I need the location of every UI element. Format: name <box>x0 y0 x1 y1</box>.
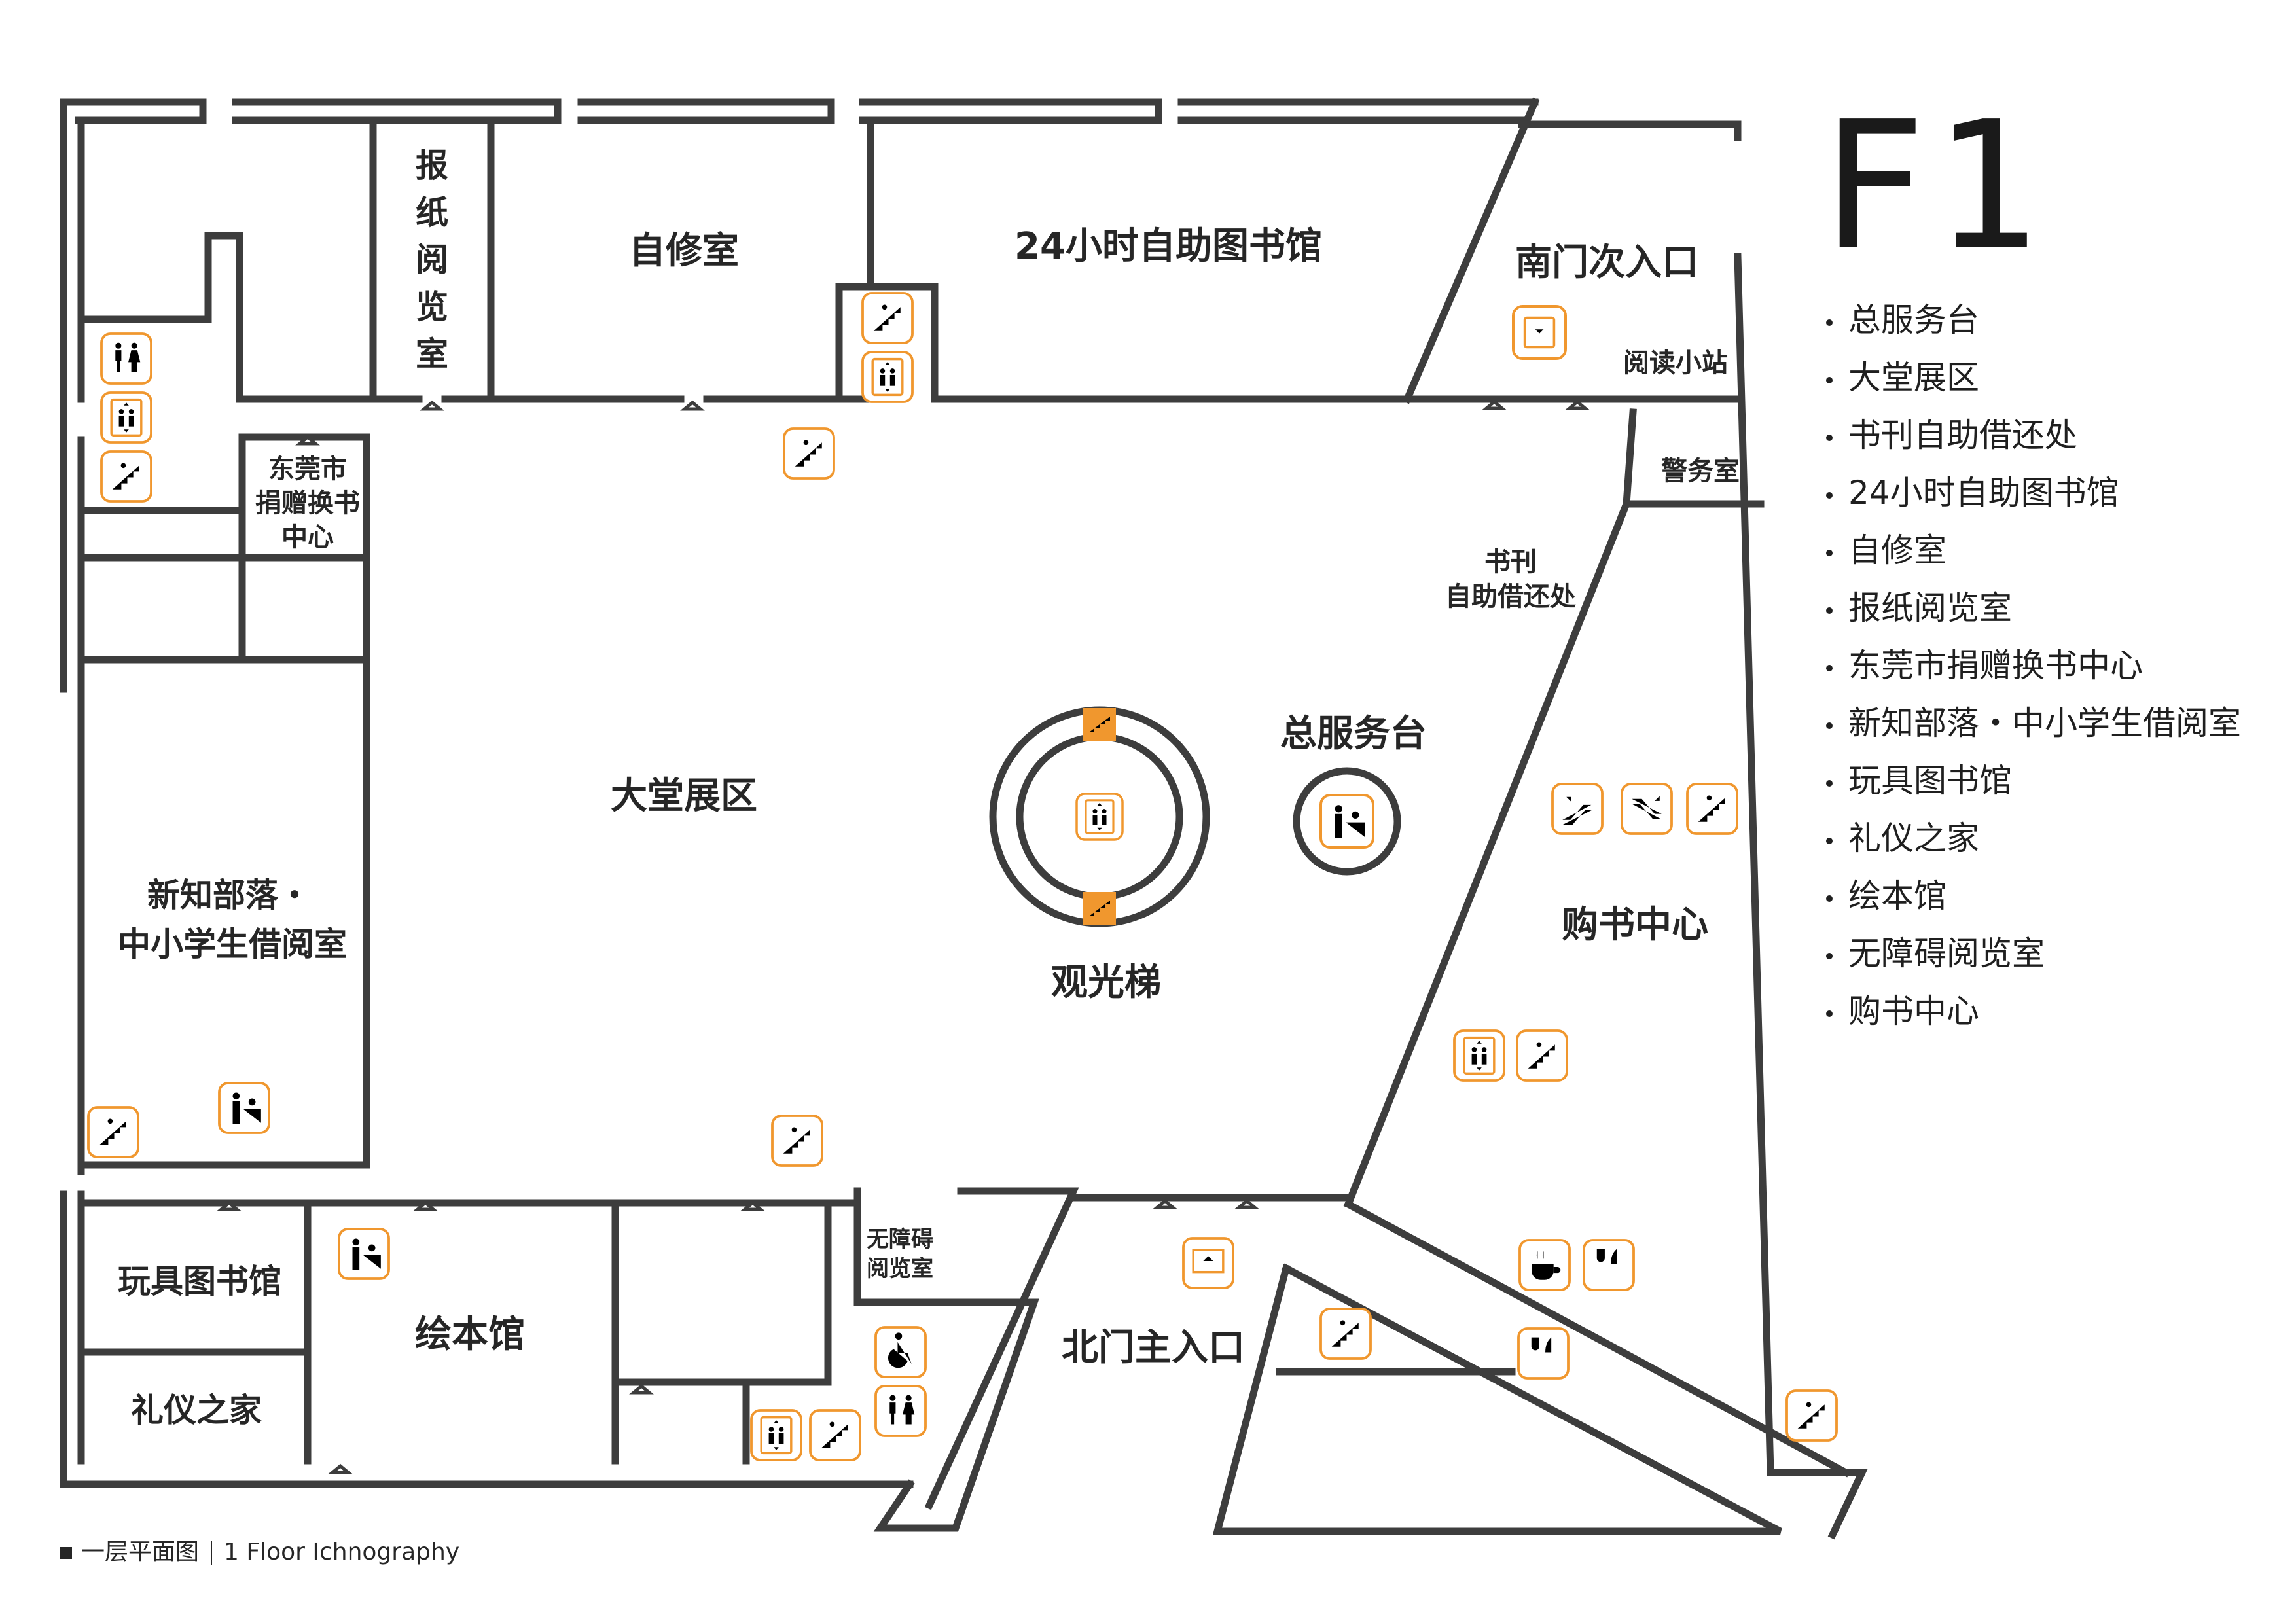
room-label-accessible-1: 无障碍 <box>867 1226 933 1253</box>
room-label-donation-1: 东莞市 <box>268 454 347 484</box>
wheelchair-icon <box>874 1326 927 1378</box>
legend-item: 总服务台 <box>1826 291 2241 349</box>
restaurant-icon <box>1583 1239 1635 1291</box>
room-labels: 报 纸 阅 览 室 自修室 24小时自助图书馆 南门次入口 阅读小站 警务室 书… <box>118 147 1740 1429</box>
room-label-bookstore: 购书中心 <box>1562 904 1708 946</box>
room-label-newspaper-4: 览 <box>416 288 448 326</box>
legend-item: 报纸阅览室 <box>1826 579 2241 637</box>
room-label-newspaper-1: 报 <box>416 147 448 185</box>
stairs-icon <box>1319 1308 1372 1360</box>
stairs-icon <box>1686 783 1738 835</box>
legend: 总服务台 大堂展区 书刊自助借还处 24小时自助图书馆 自修室 报纸阅览室 东莞… <box>1826 291 2241 1040</box>
room-label-youth-2: 中小学生借阅室 <box>118 925 347 963</box>
room-label-youth-1: 新知部落・ <box>147 876 311 914</box>
stairs-icon <box>100 450 152 503</box>
room-label-lobby: 大堂展区 <box>611 775 757 817</box>
stairs-icon <box>87 1106 139 1158</box>
escalator-up-icon <box>1551 783 1604 835</box>
map-caption: 一层平面图 1 Floor Ichnography <box>60 1533 459 1567</box>
legend-item: 自修室 <box>1826 522 2241 579</box>
legend-item: 东莞市捐赠换书中心 <box>1826 637 2241 694</box>
room-label-south-entrance: 南门次入口 <box>1515 241 1698 284</box>
legend-item: 绘本馆 <box>1826 867 2241 925</box>
room-label-toy-library: 玩具图书馆 <box>118 1262 281 1300</box>
room-label-service-desk: 总服务台 <box>1280 713 1427 755</box>
caption-separator <box>211 1541 213 1565</box>
stairs-icon <box>783 427 835 480</box>
room-label-police: 警务室 <box>1661 456 1740 486</box>
bullet-icon <box>1826 434 1833 441</box>
bullet-icon <box>1826 376 1833 383</box>
room-label-reading-station: 阅读小站 <box>1623 348 1728 378</box>
bullet-icon <box>1826 549 1833 556</box>
bullet-icon <box>1826 895 1833 902</box>
room-label-accessible-2: 阅览室 <box>867 1256 933 1282</box>
room-label-etiquette: 礼仪之家 <box>131 1391 262 1429</box>
legend-item: 24小时自助图书馆 <box>1826 464 2241 522</box>
bullet-icon <box>1826 607 1833 614</box>
restaurant-icon <box>1517 1327 1570 1380</box>
legend-item: 新知部落・中小学生借阅室 <box>1826 694 2241 752</box>
room-label-north-entrance: 北门主入口 <box>1062 1327 1245 1369</box>
stairs-icon <box>1083 708 1116 741</box>
walls <box>60 97 1868 1540</box>
room-label-newspaper-2: 纸 <box>416 194 448 232</box>
room-label-newspaper-3: 阅 <box>416 241 448 279</box>
bullet-icon <box>1826 952 1833 959</box>
sightseeing-elevator[interactable] <box>989 706 1210 927</box>
service-desk[interactable] <box>1293 767 1401 876</box>
door-markers <box>221 402 1585 1472</box>
square-bullet-icon <box>60 1547 72 1559</box>
legend-item: 礼仪之家 <box>1826 810 2241 867</box>
stairs-icon <box>1083 892 1116 925</box>
poi-icons <box>87 292 1838 1461</box>
entrance-icon <box>1182 1237 1234 1289</box>
elevator-icon <box>861 351 914 403</box>
room-label-self-service-1: 书刊 <box>1484 547 1537 577</box>
service-desk-icon <box>218 1082 270 1134</box>
toilet-icon <box>100 332 152 385</box>
bullet-icon <box>1826 779 1833 787</box>
service-desk-icon <box>1319 793 1375 849</box>
caption-zh: 一层平面图 <box>81 1539 200 1565</box>
legend-item: 无障碍阅览室 <box>1826 925 2241 982</box>
legend-item: 大堂展区 <box>1826 349 2241 406</box>
legend-item: 购书中心 <box>1826 982 2241 1040</box>
bullet-icon <box>1826 837 1833 844</box>
bullet-icon <box>1826 664 1833 671</box>
bullet-icon <box>1826 491 1833 499</box>
elevator-icon <box>750 1409 802 1461</box>
book-return-icon <box>1511 304 1568 361</box>
floor-title: F1 <box>1820 83 2046 289</box>
room-label-study-room: 自修室 <box>629 230 739 272</box>
bullet-icon <box>1826 722 1833 729</box>
bullet-icon <box>1826 1010 1833 1017</box>
bullet-icon <box>1826 319 1833 326</box>
service-desk-icon <box>338 1228 390 1280</box>
room-label-newspaper-5: 室 <box>416 335 448 373</box>
room-label-self-service-2: 自助借还处 <box>1445 582 1576 612</box>
stairs-icon <box>1516 1029 1568 1082</box>
caption-en: 1 Floor Ichnography <box>224 1539 460 1565</box>
toilet-icon <box>874 1385 927 1437</box>
room-label-sightseeing-elevator: 观光梯 <box>1051 961 1161 1004</box>
stairs-icon <box>1785 1389 1838 1442</box>
stairs-icon <box>809 1409 861 1461</box>
room-label-donation-3: 中心 <box>281 522 334 552</box>
elevator-icon <box>1075 793 1124 841</box>
room-label-donation-2: 捐赠换书 <box>255 488 360 518</box>
legend-item: 书刊自助借还处 <box>1826 406 2241 464</box>
elevator-icon <box>100 391 152 444</box>
stairs-icon <box>771 1115 823 1167</box>
cafe-icon <box>1518 1239 1571 1291</box>
legend-item: 玩具图书馆 <box>1826 752 2241 810</box>
elevator-icon <box>1453 1029 1505 1082</box>
stairs-icon <box>861 292 914 344</box>
room-label-library-24h: 24小时自助图书馆 <box>1014 225 1322 268</box>
room-label-picture-book: 绘本馆 <box>415 1313 525 1356</box>
escalator-down-icon <box>1621 783 1673 835</box>
